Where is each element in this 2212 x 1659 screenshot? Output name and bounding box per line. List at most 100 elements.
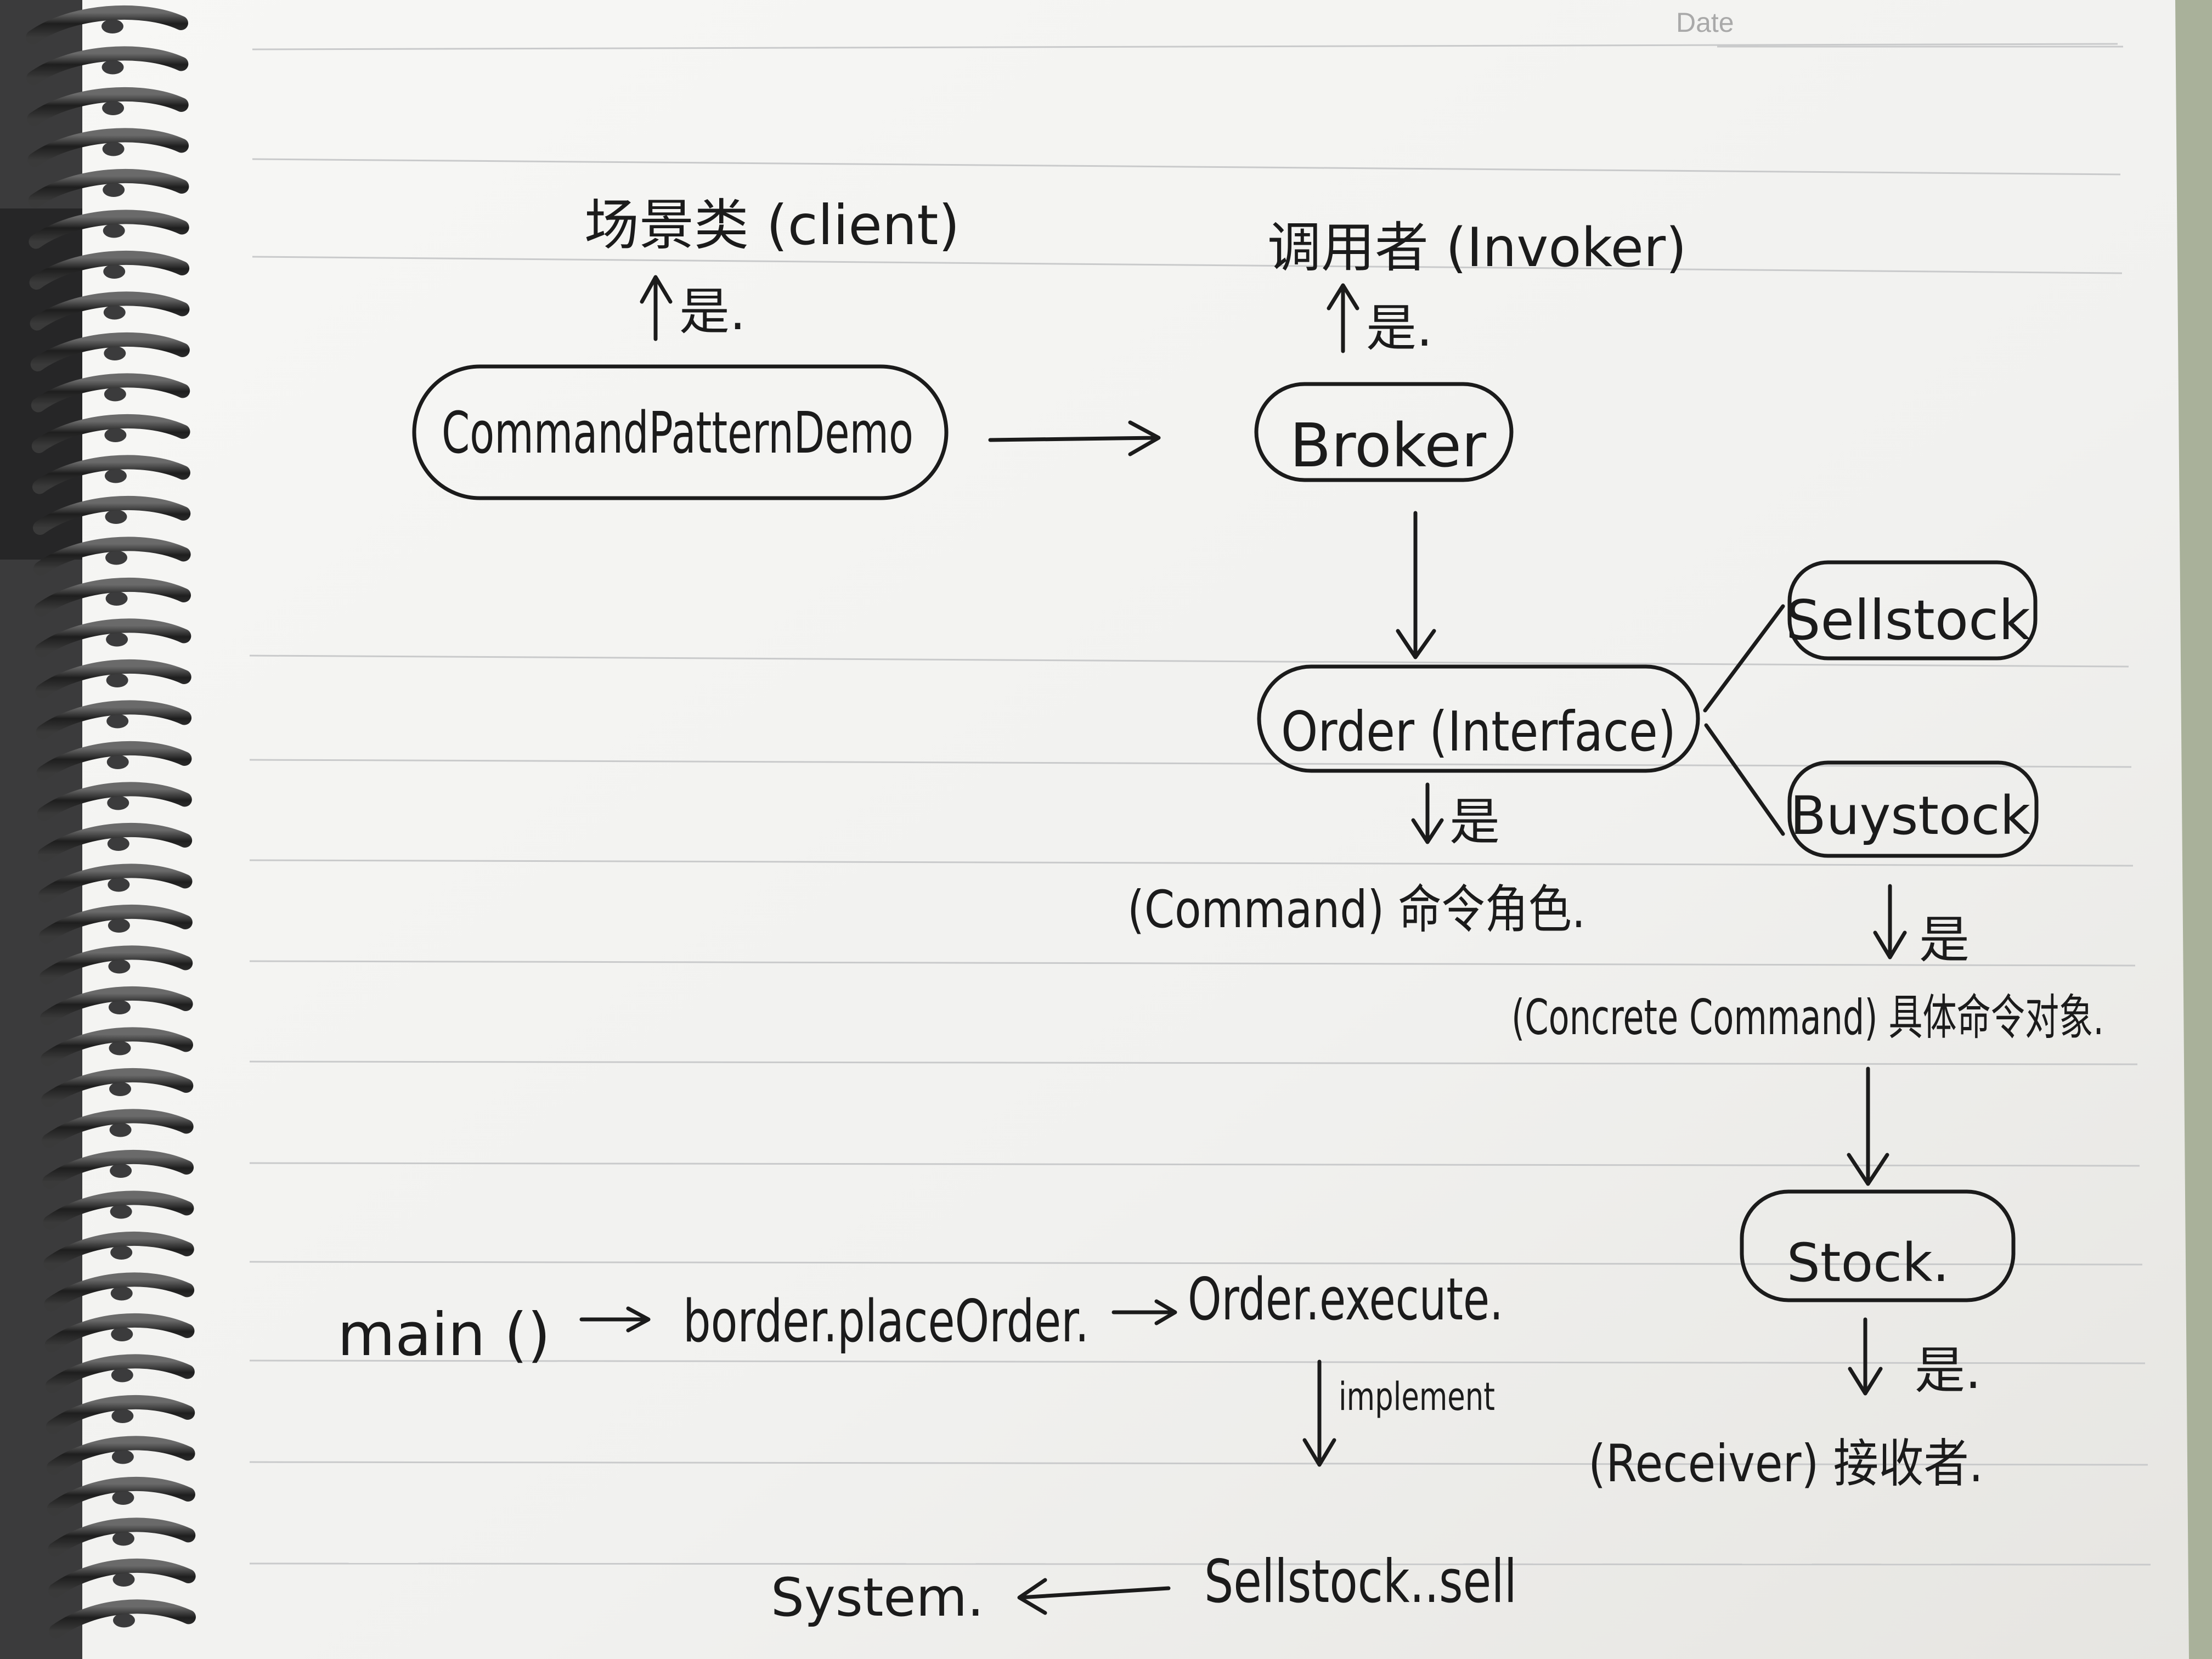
binding-ring [28,168,189,208]
node-buystock-outline [1787,760,2039,858]
binding-hole [112,1531,134,1546]
arrow-main-to-placeorder [579,1306,651,1333]
arrow-demo-client-is [640,275,673,341]
binding-hole [110,1245,133,1260]
binding-ring [44,1313,195,1352]
flow-implement-label: implement [1339,1374,1495,1419]
node-order-label: Order (Interface) [1281,699,1676,764]
binding-ring [42,1149,194,1189]
binding-ring [33,537,191,576]
binding-ring [27,87,189,126]
node-sellstock-outline [1787,560,2038,661]
binding-ring [30,332,190,371]
binding-ring [31,373,190,413]
binding-hole [106,632,128,647]
client-role-label: 场景类 (client) [584,193,960,257]
binding-hole [106,755,129,769]
binding-hole [108,959,131,974]
arrow-demo-to-broker [988,420,1161,456]
binding-hole [102,142,125,156]
binding-hole [109,1122,132,1137]
binding-ring [43,1190,194,1230]
notebook-page [82,0,2189,1659]
binding-ring [34,577,191,617]
node-demo-outline [412,364,949,500]
binding-ring [29,250,190,290]
command-role-label: (Command) 命令角色. [1127,880,1585,940]
command-is-label: 是 [1449,793,1500,851]
binding-hole [109,1041,131,1056]
binding-hole [112,1572,135,1587]
binding-hole [107,837,129,851]
binding-ring [35,659,191,698]
call-flow: main () border.placeOrder. Order.execute… [337,1266,1517,1628]
binding-ring [41,1068,194,1107]
flow-sell-label: Sellstock..sell [1204,1548,1517,1616]
binding-hole [110,1164,132,1178]
binding-ring [27,128,189,167]
receiver-is-label: 是. [1915,1341,1981,1400]
line-order-to-buystock [1704,723,1785,836]
binding-hole [105,591,128,606]
arrow-concrete-to-stock [1847,1066,1889,1186]
binding-hole [111,1368,133,1383]
flow-placeorder-label: border.placeOrder. [683,1288,1089,1355]
binding-hole [105,510,127,524]
node-broker-outline [1254,382,1514,482]
binding-ring [36,741,192,780]
arrow-order-is [1411,782,1444,844]
arrow-execute-implement [1302,1359,1336,1467]
binding-hole [103,305,126,320]
node-broker-label: Broker [1290,410,1487,481]
arrow-buystock-is [1873,884,1907,960]
binding-ring [26,5,188,44]
invoker-role-label: 调用者 (Invoker) [1267,217,1686,279]
flow-system-label: System. [771,1567,984,1628]
binding-ring [48,1558,196,1598]
node-stock-outline [1740,1189,2016,1302]
ruled-lines [249,43,2151,1566]
binding-hole [104,346,126,360]
line-order-to-sellstock [1703,604,1785,713]
arrow-sell-to-system [1017,1578,1171,1615]
binding-hole [110,1286,133,1301]
binding-ring [46,1436,195,1475]
binding-hole [101,60,124,75]
arrow-broker-invoker-is [1327,283,1359,353]
binding-hole [113,1613,135,1628]
binding-hole [103,264,126,279]
binding-hole [110,1204,132,1219]
binding-hole [106,714,129,729]
binding-ring [38,864,193,903]
binding-hole [108,877,130,892]
binding-ring [42,1109,194,1148]
flow-execute-label: Order.execute. [1188,1266,1503,1333]
binding-hole [109,1082,132,1096]
binding-ring [45,1354,195,1393]
arrow-broker-to-order [1396,511,1436,659]
binding-hole [106,673,128,687]
binding-ring [46,1395,195,1434]
role-annotations: 场景类 (client) 是. 调用者 (Invoker) 是. 是 (Comm… [584,193,2104,1494]
concrete-role-label: (Concrete Command) 具体命令对象. [1511,989,2104,1046]
node-buystock-label: Buystock [1790,785,2031,847]
binding-hole [111,1409,134,1423]
arrow-stock-is [1848,1317,1883,1396]
node-labels: CommandPatternDemo Broker Order (Interfa… [442,399,2031,1294]
binding-ring [26,46,189,86]
binding-ring [41,1027,193,1066]
binding-hole [103,183,125,197]
binding-ring [44,1272,195,1312]
binding-ring [47,1476,195,1516]
binding-hole [112,1491,134,1505]
binding-hole [107,795,129,810]
receiver-role-label: (Receiver) 接收者. [1588,1434,1983,1494]
client-is-label: 是. [679,283,746,341]
binding-hole [111,1327,133,1341]
binding-ring [30,291,190,331]
binding-ring [32,455,190,494]
binding-hole [108,1000,131,1014]
binding-hole [111,1449,134,1464]
diagram [412,275,2039,1615]
binding-hole [104,387,126,402]
